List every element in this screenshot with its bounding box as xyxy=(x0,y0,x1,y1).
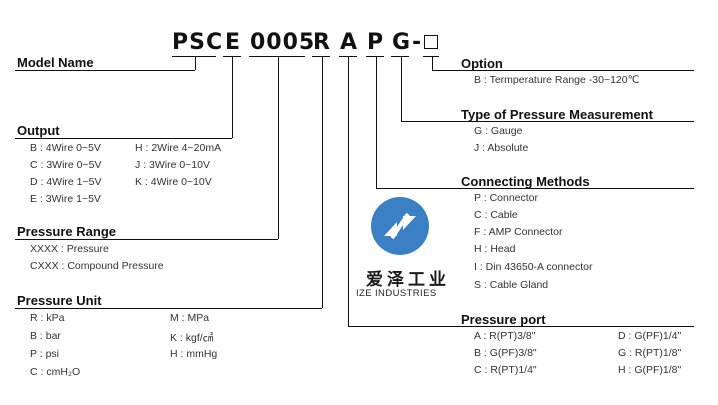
model-name-line xyxy=(15,70,195,71)
pressure-range-item: CXXX : Compound Pressure xyxy=(30,260,164,272)
pressure-unit-item: H : mmHg xyxy=(170,348,218,360)
output-item: B : 4Wire 0~5V xyxy=(30,142,101,154)
option-line xyxy=(432,70,694,71)
output-item: C : 3Wire 0~5V xyxy=(30,159,102,171)
output-item: K : 4Wire 0~10V xyxy=(135,176,212,188)
connecting-connector xyxy=(376,57,377,188)
connecting-line xyxy=(376,188,694,189)
connecting-item: P : Connector xyxy=(474,192,539,204)
underline-box xyxy=(423,56,439,57)
port-item: H : G(PF)1/8" xyxy=(618,364,682,376)
type-title: Type of Pressure Measurement xyxy=(461,107,653,122)
port-item: B : G(PF)3/8" xyxy=(474,347,537,359)
port-line xyxy=(348,326,694,327)
underline-a xyxy=(339,56,357,57)
pressure-unit-item: R : kPa xyxy=(30,312,65,324)
port-item: D : G(PF)1/4" xyxy=(618,330,682,342)
output-item: J : 3Wire 0~10V xyxy=(135,159,210,171)
model-name-title: Model Name xyxy=(17,55,94,70)
port-connector xyxy=(348,57,349,326)
code-type: G xyxy=(392,30,412,55)
connecting-item: S : Cable Gland xyxy=(474,279,549,291)
pressure-range-line xyxy=(15,239,278,240)
port-item: G : R(PT)1/8" xyxy=(618,347,682,359)
output-item: E : 3Wire 1~5V xyxy=(30,193,101,205)
underline-p xyxy=(366,56,384,57)
connecting-item: H : Head xyxy=(474,243,516,255)
type-item: G : Gauge xyxy=(474,125,523,137)
pressure-unit-title: Pressure Unit xyxy=(17,293,102,308)
pressure-unit-connector xyxy=(322,57,323,308)
logo-en-text: IZE INDUSTRIES xyxy=(356,288,437,299)
pressure-unit-item: P : psi xyxy=(30,348,59,360)
connecting-item: C : Cable xyxy=(474,209,518,221)
code-output: E xyxy=(225,30,242,55)
underline-g xyxy=(391,56,409,57)
underline-e xyxy=(223,56,241,57)
connecting-title: Connecting Methods xyxy=(461,174,590,189)
pressure-unit-item: M : MPa xyxy=(170,312,210,324)
pressure-unit-item: K : kgf/㎠ xyxy=(170,332,214,344)
option-item: B : Termperature Range -30~120℃ xyxy=(474,74,640,86)
option-box-glyph xyxy=(424,35,438,49)
type-item: J : Absolute xyxy=(474,142,529,154)
pressure-unit-line xyxy=(15,308,322,309)
port-item: C : R(PT)1/4" xyxy=(474,364,537,376)
connecting-item: F : AMP Connector xyxy=(474,226,563,238)
pressure-range-title: Pressure Range xyxy=(17,224,116,239)
code-connect: P xyxy=(367,30,385,55)
code-range: 0005 xyxy=(250,30,316,55)
pressure-range-item: XXXX : Pressure xyxy=(30,243,109,255)
port-title: Pressure port xyxy=(461,312,546,327)
output-item: H : 2Wire 4~20mA xyxy=(135,142,222,154)
output-item: D : 4Wire 1~5V xyxy=(30,176,102,188)
connecting-item: I : Din 43650-A connector xyxy=(474,261,593,273)
output-line xyxy=(15,138,232,139)
output-connector xyxy=(232,57,233,138)
code-port: A xyxy=(340,30,359,55)
option-connector xyxy=(432,57,433,70)
pressure-unit-item: B : bar xyxy=(30,330,61,342)
output-title: Output xyxy=(17,123,60,138)
pressure-range-connector xyxy=(278,57,279,239)
underline-psc xyxy=(172,56,216,57)
code-psc: PSC xyxy=(172,30,224,55)
type-connector xyxy=(401,57,402,121)
logo-icon xyxy=(370,196,430,256)
underline-r xyxy=(312,56,330,57)
logo-cn-text: 爱泽工业 xyxy=(366,270,450,290)
underline-0005 xyxy=(249,56,305,57)
code-dash: - xyxy=(412,30,423,55)
code-unit: R xyxy=(313,30,331,55)
type-line xyxy=(401,121,694,122)
port-item: A : R(PT)3/8" xyxy=(474,330,536,342)
pressure-unit-item: C : cmH₂O xyxy=(30,366,81,378)
model-name-connector xyxy=(195,57,196,70)
option-title: Option xyxy=(461,56,503,71)
